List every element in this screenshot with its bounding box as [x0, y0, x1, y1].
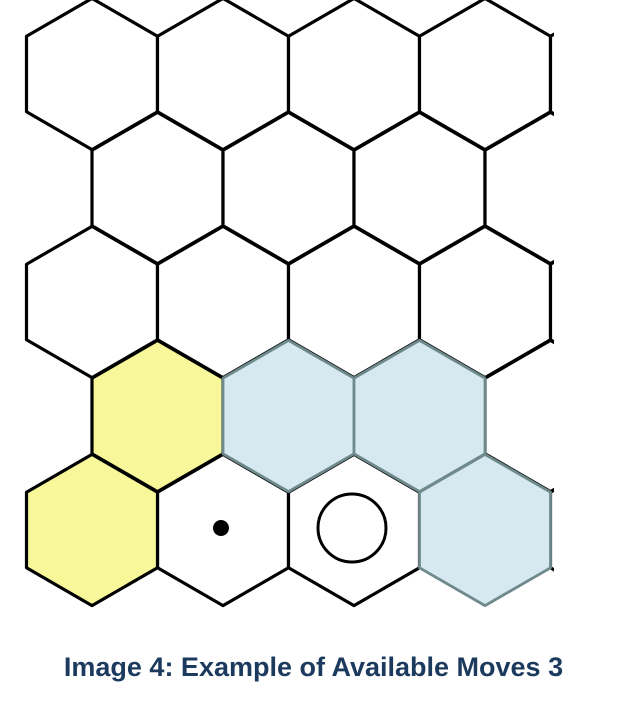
hex-cells: [24, 0, 627, 608]
hex-cell-yellow[interactable]: [24, 452, 160, 608]
hex-board: [24, 0, 627, 608]
hex-cell[interactable]: [548, 0, 627, 150]
figure-caption: Image 4: Example of Available Moves 3: [63, 652, 564, 682]
hex-cell[interactable]: [548, 454, 627, 605]
dot-marker: [213, 520, 229, 536]
ring-marker: [316, 492, 388, 564]
hex-cell[interactable]: [548, 226, 627, 377]
hex-cell-blue[interactable]: [418, 452, 552, 607]
